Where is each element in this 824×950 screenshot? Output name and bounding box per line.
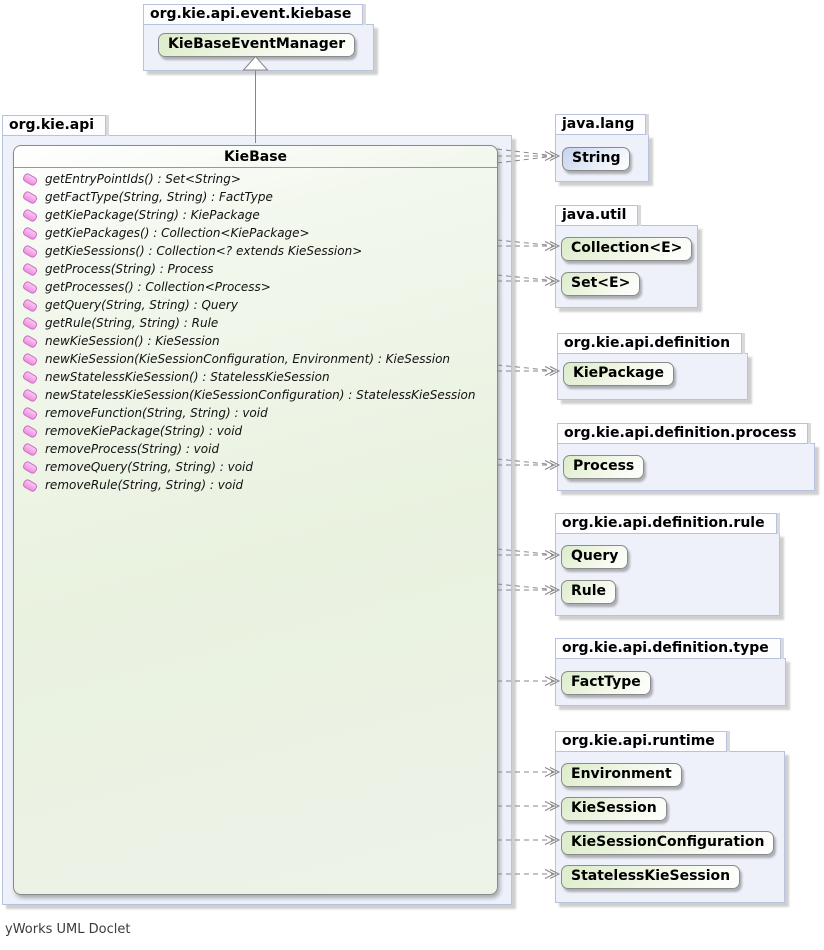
class-chip-query[interactable]: Query xyxy=(561,545,629,569)
method-row[interactable]: getRule(String, String) : Rule xyxy=(19,314,491,332)
class-chip-collection[interactable]: Collection<E> xyxy=(561,237,693,261)
method-row[interactable]: removeRule(String, String) : void xyxy=(19,476,491,494)
method-signature: newKieSession(KieSessionConfiguration, E… xyxy=(45,352,451,366)
method-signature: getProcesses() : Collection<Process> xyxy=(45,280,271,294)
package-event-kiebase: org.kie.api.event.kiebase KieBaseEventMa… xyxy=(143,3,374,71)
method-row[interactable]: getKiePackages() : Collection<KiePackage… xyxy=(19,224,491,242)
method-signature: getKieSessions() : Collection<? extends … xyxy=(45,244,363,258)
method-signature: getEntryPointIds() : Set<String> xyxy=(45,172,241,186)
method-row[interactable]: getEntryPointIds() : Set<String> xyxy=(19,170,491,188)
method-row[interactable]: removeFunction(String, String) : void xyxy=(19,404,491,422)
method-signature: getKiePackages() : Collection<KiePackage… xyxy=(45,226,310,240)
method-signature: getProcess(String) : Process xyxy=(45,262,214,276)
method-signature: newStatelessKieSession() : StatelessKieS… xyxy=(45,370,330,384)
package-tab-runtime: org.kie.api.runtime xyxy=(555,731,727,752)
method-icon xyxy=(21,243,39,259)
package-definition: org.kie.api.definition KiePackage xyxy=(557,332,748,400)
package-tab-definition: org.kie.api.definition xyxy=(557,333,743,354)
package-definition-process: org.kie.api.definition.process Process xyxy=(557,422,815,491)
method-row[interactable]: getKiePackage(String) : KiePackage xyxy=(19,206,491,224)
method-icon xyxy=(21,423,39,439)
method-signature: getKiePackage(String) : KiePackage xyxy=(45,208,260,222)
class-chip-process[interactable]: Process xyxy=(563,455,645,479)
package-definition-rule: org.kie.api.definition.rule Query Rule xyxy=(555,512,780,616)
method-row[interactable]: removeKiePackage(String) : void xyxy=(19,422,491,440)
method-icon xyxy=(21,279,39,295)
package-api: org.kie.api KieBase getEntryPointIds() :… xyxy=(2,114,512,905)
method-icon xyxy=(21,441,39,457)
package-tab-api: org.kie.api xyxy=(2,115,107,136)
kiebase-title: KieBase xyxy=(14,146,497,168)
package-body-runtime: Environment KieSession KieSessionConfigu… xyxy=(555,751,785,903)
method-icon xyxy=(21,207,39,223)
package-body-event-kiebase: KieBaseEventManager xyxy=(143,24,374,71)
class-chip-kiebaseeventmanager[interactable]: KieBaseEventManager xyxy=(158,33,356,57)
method-signature: getQuery(String, String) : Query xyxy=(45,298,238,312)
class-chip-string[interactable]: String xyxy=(562,147,631,171)
package-tab-definition-process: org.kie.api.definition.process xyxy=(557,423,809,444)
method-icon xyxy=(21,387,39,403)
method-row[interactable]: removeProcess(String) : void xyxy=(19,440,491,458)
method-icon xyxy=(21,171,39,187)
package-body-definition: KiePackage xyxy=(557,353,748,400)
package-definition-type: org.kie.api.definition.type FactType xyxy=(555,637,786,706)
package-body-java-util: Collection<E> Set<E> xyxy=(555,225,698,308)
method-icon xyxy=(21,333,39,349)
package-tab-definition-type: org.kie.api.definition.type xyxy=(555,638,781,659)
method-icon xyxy=(21,297,39,313)
method-row[interactable]: getProcesses() : Collection<Process> xyxy=(19,278,491,296)
method-icon xyxy=(21,351,39,367)
method-row[interactable]: newKieSession() : KieSession xyxy=(19,332,491,350)
class-chip-statelesskiesession[interactable]: StatelessKieSession xyxy=(561,865,741,889)
method-signature: removeQuery(String, String) : void xyxy=(45,460,253,474)
method-row[interactable]: newStatelessKieSession(KieSessionConfigu… xyxy=(19,386,491,404)
class-chip-kiepackage[interactable]: KiePackage xyxy=(563,362,675,386)
package-runtime: org.kie.api.runtime Environment KieSessi… xyxy=(555,730,785,903)
method-row[interactable]: getQuery(String, String) : Query xyxy=(19,296,491,314)
package-java-util: java.util Collection<E> Set<E> xyxy=(555,204,698,308)
package-body-java-lang: String xyxy=(555,134,649,182)
package-body-definition-process: Process xyxy=(557,443,815,491)
method-signature: removeFunction(String, String) : void xyxy=(45,406,268,420)
method-signature: getRule(String, String) : Rule xyxy=(45,316,219,330)
method-row[interactable]: newKieSession(KieSessionConfiguration, E… xyxy=(19,350,491,368)
method-icon xyxy=(21,189,39,205)
method-icon xyxy=(21,477,39,493)
diagram-footer: yWorks UML Doclet xyxy=(5,922,131,937)
class-chip-set[interactable]: Set<E> xyxy=(561,272,641,296)
package-body-definition-rule: Query Rule xyxy=(555,533,780,616)
class-chip-environment[interactable]: Environment xyxy=(561,763,682,787)
method-icon xyxy=(21,369,39,385)
method-signature: newKieSession() : KieSession xyxy=(45,334,220,348)
class-chip-kiesession[interactable]: KieSession xyxy=(561,797,667,821)
method-signature: removeProcess(String) : void xyxy=(45,442,220,456)
package-java-lang: java.lang String xyxy=(555,113,649,182)
package-body-definition-type: FactType xyxy=(555,658,786,706)
class-chip-kiesessionconfiguration[interactable]: KieSessionConfiguration xyxy=(561,831,775,855)
kiebase-method-list: getEntryPointIds() : Set<String> getFact… xyxy=(14,168,497,494)
package-tab-definition-rule: org.kie.api.definition.rule xyxy=(555,513,777,534)
method-signature: newStatelessKieSession(KieSessionConfigu… xyxy=(45,388,476,402)
class-chip-rule[interactable]: Rule xyxy=(561,580,617,604)
package-tab-java-util: java.util xyxy=(555,205,639,226)
method-row[interactable]: getKieSessions() : Collection<? extends … xyxy=(19,242,491,260)
method-signature: removeRule(String, String) : void xyxy=(45,478,244,492)
method-icon xyxy=(21,405,39,421)
package-body-api: KieBase getEntryPointIds() : Set<String>… xyxy=(2,135,512,905)
method-signature: removeKiePackage(String) : void xyxy=(45,424,243,438)
method-icon xyxy=(21,261,39,277)
class-chip-facttype[interactable]: FactType xyxy=(561,671,651,695)
package-tab-java-lang: java.lang xyxy=(555,114,647,135)
method-row[interactable]: removeQuery(String, String) : void xyxy=(19,458,491,476)
method-row[interactable]: newStatelessKieSession() : StatelessKieS… xyxy=(19,368,491,386)
method-signature: getFactType(String, String) : FactType xyxy=(45,190,273,204)
package-tab-event-kiebase: org.kie.api.event.kiebase xyxy=(143,4,364,25)
method-row[interactable]: getProcess(String) : Process xyxy=(19,260,491,278)
method-icon xyxy=(21,225,39,241)
method-icon xyxy=(21,459,39,475)
method-row[interactable]: getFactType(String, String) : FactType xyxy=(19,188,491,206)
method-icon xyxy=(21,315,39,331)
kiebase-class-box: KieBase getEntryPointIds() : Set<String>… xyxy=(13,145,498,895)
